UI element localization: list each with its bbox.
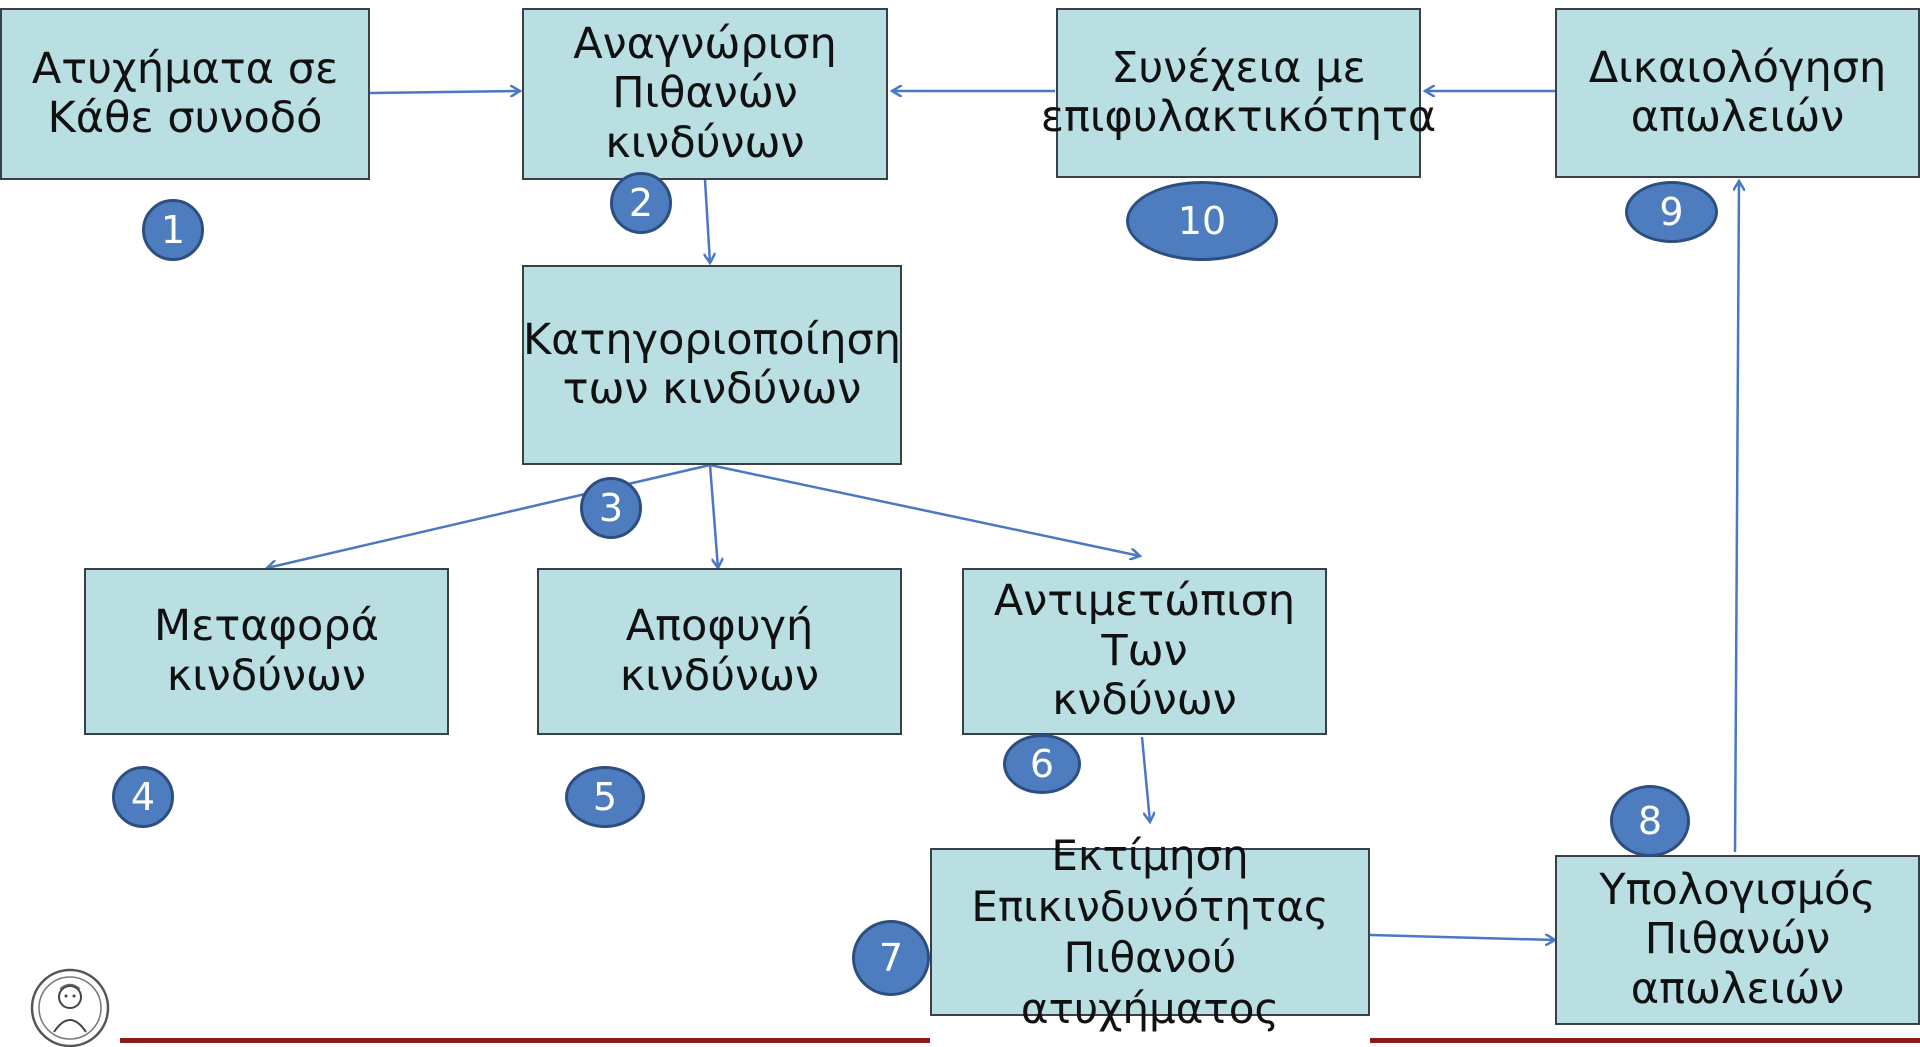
node-accidents: Ατυχήματα σε Κάθε συνοδό — [0, 8, 370, 180]
step-badge-4: 4 — [112, 766, 174, 828]
step-badge-7: 7 — [852, 920, 930, 996]
step-badge-6-text: 6 — [1029, 742, 1055, 786]
step-badge-10: 10 — [1126, 181, 1278, 261]
arrow-3-to-4 — [267, 463, 711, 568]
step-badge-8-text: 8 — [1637, 799, 1663, 843]
step-badge-2-text: 2 — [628, 181, 654, 225]
arrow-3-to-5 — [708, 464, 718, 568]
footer-divider-right — [1370, 1038, 1920, 1043]
step-badge-1: 1 — [142, 199, 204, 261]
arrow-1-to-2 — [369, 91, 520, 93]
arrow-3-to-6 — [709, 463, 1140, 556]
step-badge-5-text: 5 — [592, 775, 618, 819]
node-justify-losses: Δικαιολόγηση απωλειών — [1555, 8, 1920, 178]
step-badge-3: 3 — [580, 477, 642, 539]
node-transfer-risks-label: Μεταφορά κινδύνων — [154, 601, 379, 701]
node-continue-cautiously-label: Συνέχεια με επιφυλακτικότητα — [1040, 42, 1437, 142]
node-identify-risks: Αναγνώριση Πιθανών κινδύνων — [522, 8, 888, 180]
step-badge-10-text: 10 — [1177, 199, 1227, 243]
node-identify-risks-label: Αναγνώριση Πιθανών κινδύνων — [573, 18, 837, 168]
node-categorize-risks-label: Κατηγοριοποίηση των κινδύνων — [522, 314, 902, 414]
node-handle-risks-label: Αντιμετώπιση Των κνδύνων — [993, 576, 1296, 726]
node-handle-risks: Αντιμετώπιση Των κνδύνων — [962, 568, 1327, 735]
university-seal-icon — [30, 968, 110, 1047]
step-badge-1-text: 1 — [160, 208, 186, 252]
node-continue-cautiously: Συνέχεια με επιφυλακτικότητα — [1041, 8, 1436, 178]
step-badge-9: 9 — [1625, 181, 1718, 243]
node-categorize-risks: Κατηγοριοποίηση των κινδύνων — [522, 265, 902, 465]
node-accidents-label: Ατυχήματα σε Κάθε συνοδό — [31, 43, 339, 143]
footer-divider-left — [120, 1038, 930, 1043]
node-avoid-risks: Αποφυγή κινδύνων — [537, 568, 902, 735]
node-justify-losses-label: Δικαιολόγηση απωλειών — [1588, 42, 1887, 142]
step-badge-8: 8 — [1610, 785, 1690, 857]
arrow-8-to-9 — [1735, 181, 1739, 853]
node-transfer-risks: Μεταφορά κινδύνων — [84, 568, 449, 735]
node-avoid-risks-label: Αποφυγή κινδύνων — [619, 601, 820, 701]
node-assess-hazard-label: Εκτίμηση Επικινδυνότητας Πιθανού ατυχήμα… — [971, 830, 1329, 1034]
arrow-6-to-7 — [1140, 736, 1150, 822]
step-badge-4-text: 4 — [130, 775, 156, 819]
node-calculate-losses: Υπολογισμός Πιθανών απωλειών — [1555, 855, 1920, 1025]
node-assess-hazard: Εκτίμηση Επικινδυνότητας Πιθανού ατυχήμα… — [930, 831, 1370, 1033]
step-badge-2: 2 — [610, 172, 672, 234]
step-badge-9-text: 9 — [1659, 190, 1684, 234]
arrow-7-to-8 — [1369, 935, 1555, 940]
arrow-2-to-3 — [705, 179, 710, 263]
step-badge-5: 5 — [565, 766, 645, 828]
node-calculate-losses-label: Υπολογισμός Πιθανών απωλειών — [1599, 864, 1876, 1014]
step-badge-3-text: 3 — [598, 486, 624, 530]
step-badge-6: 6 — [1003, 734, 1081, 794]
step-badge-7-text: 7 — [878, 936, 904, 980]
